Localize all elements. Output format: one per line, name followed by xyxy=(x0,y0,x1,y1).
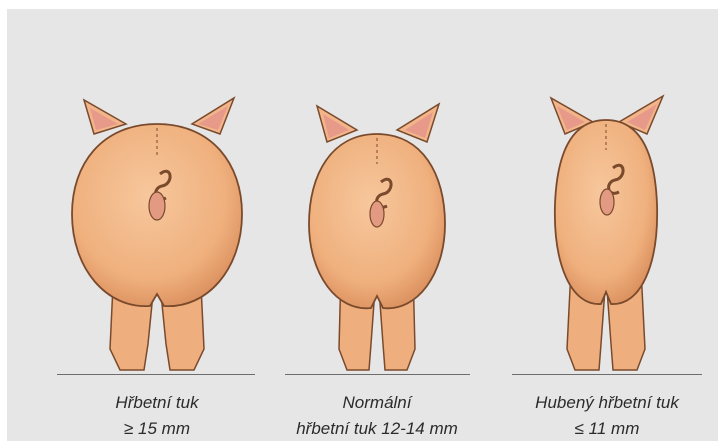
caption-lean-line2: ≤ 11 mm xyxy=(517,416,697,442)
lean-pig-icon xyxy=(521,94,691,376)
caption-normal-line2: hřbetní tuk 12-14 mm xyxy=(267,416,487,442)
caption-fat-pig: Hřbetní tuk ≥ 15 mm xyxy=(77,390,237,442)
caption-normal-line1: Normální xyxy=(267,390,487,416)
fat-pig-icon xyxy=(62,94,252,376)
caption-lean-pig: Hubený hřbetní tuk ≤ 11 mm xyxy=(517,390,697,442)
caption-lean-line1: Hubený hřbetní tuk xyxy=(517,390,697,416)
normal-pig-icon xyxy=(297,94,457,376)
caption-fat-line1: Hřbetní tuk xyxy=(77,390,237,416)
caption-fat-line2: ≥ 15 mm xyxy=(77,416,237,442)
caption-normal-pig: Normální hřbetní tuk 12-14 mm xyxy=(267,390,487,442)
figure-panel: Hřbetní tuk ≥ 15 mm Normální hřbetní tuk… xyxy=(7,9,718,441)
